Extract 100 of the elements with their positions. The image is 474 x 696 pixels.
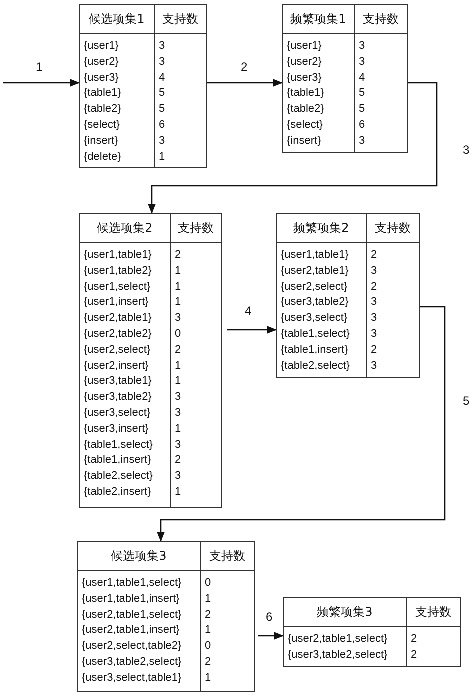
itemset-text: {user1,table2} <box>84 264 153 279</box>
itemset-text: {insert} <box>287 134 322 149</box>
itemset-text: {user1,select} <box>84 280 152 295</box>
itemset-text: {user1,table1} <box>281 248 350 263</box>
itemset-text: {user2,table1,select} <box>288 632 389 647</box>
support-count: 2 <box>371 248 378 263</box>
itemset-text: {user3,select} <box>281 311 349 326</box>
itemset-text: {user3,table2,select} <box>82 654 183 670</box>
edge-label: 2 <box>241 60 248 74</box>
edge-label: 5 <box>463 394 470 408</box>
itemset-text: {user2,insert} <box>84 358 150 374</box>
itemset-text: {user2,table1} <box>84 311 153 326</box>
support-count: 2 <box>205 654 212 670</box>
support-count: 2 <box>411 648 418 663</box>
support-count: 0 <box>175 326 182 342</box>
itemset-text: {user2} <box>84 54 120 70</box>
support-count: 1 <box>205 623 212 638</box>
arrow <box>207 79 283 87</box>
itemset-text: {user3,insert} <box>84 422 150 437</box>
support-count: 3 <box>371 295 378 310</box>
arrow <box>227 326 277 334</box>
itemset-text: {user3,table1} <box>84 374 153 390</box>
support-count: 3 <box>371 264 378 279</box>
itemset-text: {user2,select,table2} <box>82 639 183 654</box>
support-count: 0 <box>205 576 212 591</box>
table <box>283 597 461 667</box>
support-count: 1 <box>175 358 182 374</box>
support-count: 1 <box>159 150 166 165</box>
column-header: 候选项集3 <box>111 548 167 564</box>
itemset-text: {table1} <box>84 86 122 102</box>
support-count: 5 <box>359 86 366 102</box>
table <box>79 4 207 168</box>
support-count: 0 <box>205 639 212 654</box>
column-header: 支持数 <box>162 12 198 26</box>
itemset-text: {table2} <box>84 102 122 118</box>
itemset-text: {table1,insert} <box>84 453 152 468</box>
support-count: 3 <box>175 469 182 484</box>
support-count: 1 <box>205 592 212 607</box>
support-count: 3 <box>159 54 166 70</box>
itemset-text: {user3,table2} <box>281 295 350 310</box>
itemset-text: {delete} <box>84 150 122 165</box>
support-count: 3 <box>175 311 182 326</box>
column-header: 候选项集2 <box>97 220 153 236</box>
table <box>79 213 222 508</box>
column-header: 支持数 <box>210 548 246 564</box>
support-count: 1 <box>175 422 182 437</box>
table <box>282 4 408 153</box>
support-count: 2 <box>175 342 182 358</box>
column-header: 支持数 <box>178 220 214 236</box>
itemset-text: {user2} <box>287 54 323 70</box>
edge-label: 1 <box>36 60 43 74</box>
support-count: 2 <box>371 342 378 358</box>
itemset-text: {select} <box>84 118 122 133</box>
itemset-text: {select} <box>287 118 324 133</box>
arrow <box>148 82 438 214</box>
support-count: 5 <box>159 102 166 118</box>
itemset-text: {user2,table2} <box>84 326 153 342</box>
edge-label: 3 <box>463 143 470 157</box>
support-count: 3 <box>371 358 378 374</box>
itemset-text: {user2,table1} <box>281 264 350 279</box>
support-count: 3 <box>359 54 366 70</box>
table <box>77 541 255 692</box>
column-header: 支持数 <box>375 220 411 236</box>
column-header: 支持数 <box>416 604 452 620</box>
support-count: 3 <box>175 438 182 453</box>
itemset-text: {user3,table2,select} <box>288 648 389 663</box>
itemset-text: {user3} <box>287 70 323 86</box>
itemset-text: {user2,table1,select} <box>82 608 183 623</box>
column-header: 候选项集1 <box>89 12 145 26</box>
support-count: 3 <box>359 39 366 54</box>
support-count: 3 <box>175 406 182 421</box>
support-count: 6 <box>359 118 366 133</box>
column-header: 支持数 <box>363 12 399 26</box>
itemset-text: {table2,select} <box>84 469 154 484</box>
support-count: 6 <box>159 118 166 133</box>
itemset-text: {table1,insert} <box>281 342 350 358</box>
support-count: 3 <box>371 311 378 326</box>
edge-label: 6 <box>266 610 273 624</box>
column-header: 频繁项集2 <box>294 220 350 236</box>
column-header: 频繁项集1 <box>290 12 346 26</box>
column-header: 频繁项集3 <box>317 604 373 620</box>
support-count: 1 <box>175 374 182 390</box>
support-count: 1 <box>175 264 182 279</box>
itemset-text: {table1} <box>287 86 326 102</box>
itemset-text: {user1} <box>287 39 323 54</box>
support-count: 2 <box>371 280 378 295</box>
arrow <box>258 632 284 640</box>
itemset-text: {user2,select} <box>84 342 152 358</box>
itemset-text: {insert} <box>84 134 120 149</box>
support-count: 3 <box>175 390 182 406</box>
support-count: 5 <box>159 86 166 102</box>
itemset-text: {user2,table1,insert} <box>82 623 181 638</box>
support-count: 3 <box>359 134 366 149</box>
itemset-text: {user1,table1} <box>84 248 153 263</box>
itemset-text: {table1,select} <box>84 438 154 453</box>
support-count: 2 <box>175 453 182 468</box>
support-count: 1 <box>175 280 182 295</box>
itemset-text: {user1,table1,insert} <box>82 592 181 607</box>
arrow <box>3 79 80 87</box>
itemset-text: {table2,insert} <box>84 484 152 500</box>
